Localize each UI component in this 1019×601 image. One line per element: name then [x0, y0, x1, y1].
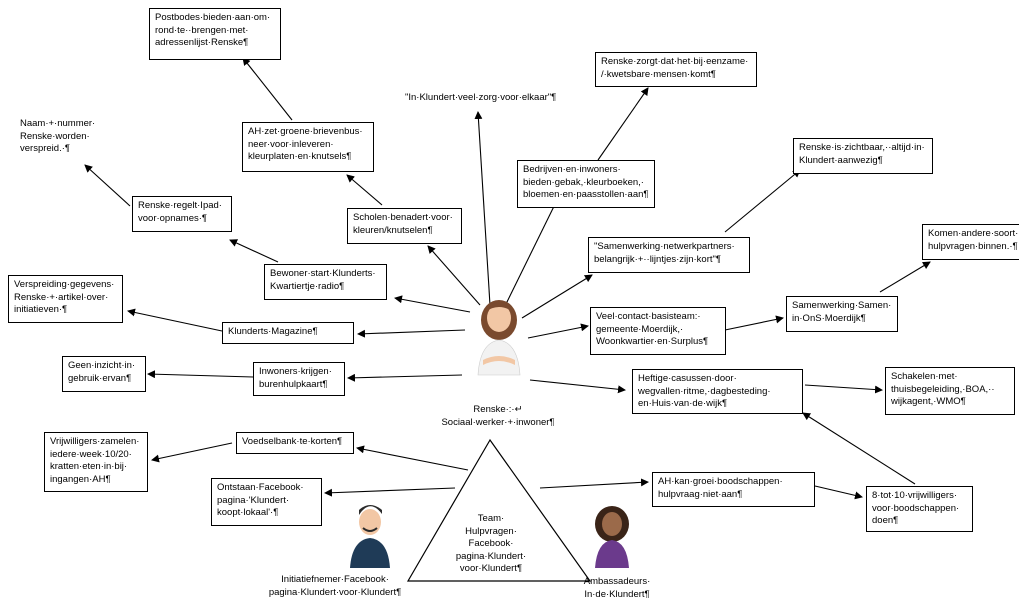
arrow-to-naam — [84, 164, 131, 207]
center-label: Renske·:·↵ Sociaal·werker·+·inwoner¶ — [441, 404, 555, 428]
arrow-to-samenwerking-netwerk — [521, 274, 593, 319]
arrow-to-postbodes — [242, 57, 293, 121]
arrow-to-klundert-zorg — [474, 111, 491, 306]
node-samenwerking-netwerk: "Samenwerking·netwerkpartners· belangrij… — [588, 237, 750, 273]
node-magazine: Klunderts·Magazine¶ — [222, 322, 354, 344]
node-schakelen: Schakelen·met· thuisbegeleiding,·BOA,·· … — [885, 367, 1015, 415]
triangle-label: Team· Hulpvragen· Facebook· pagina·Klund… — [455, 513, 527, 574]
arrow-to-renske-eenzame — [597, 87, 649, 161]
node-facebook-pagina: Ontstaan·Facebook· pagina·'Klundert· koo… — [211, 478, 322, 526]
node-vrijwilligers-zamelen: Vrijwilligers·zamelen· iedere·week·10/20… — [44, 432, 148, 492]
arrow-to-verspreiding — [127, 308, 223, 332]
node-scholen: Scholen·benadert·voor· kleuren/knutselen… — [347, 208, 462, 244]
arrow-to-voedselbank — [356, 445, 469, 471]
node-ah-brievenbus: AH·zet·groene·brievenbus· neer·voor·inle… — [242, 122, 374, 172]
node-bedrijven: Bedrijven·en·inwoners· bieden·gebak,·kle… — [517, 160, 655, 208]
node-naam: Naam·+·nummer· Renske·worden· verspreid.… — [14, 114, 106, 162]
initiatiefnemer-label: Initiatiefnemer·Facebook· pagina·Klunder… — [268, 574, 402, 598]
node-samenwerking-samen: Samenwerking·Samen· in·OnS·Moerdijk¶ — [786, 296, 898, 332]
node-renske-zichtbaar: Renske·is·zichtbaar,··altijd·in· Klunder… — [793, 138, 933, 174]
node-vrijwilligers-boodschappen: 8·tot·10·vrijwilligers· voor·boodschappe… — [866, 486, 973, 532]
node-veel-contact: Veel·contact·basisteam:· gemeente·Moerdi… — [590, 307, 726, 355]
arrow-to-komen-andere — [879, 261, 931, 293]
renske-figure — [477, 300, 521, 376]
node-burenhulpkaart: Inwoners·krijgen· burenhulpkaart¶ — [253, 362, 345, 396]
arrow-to-magazine — [357, 329, 466, 338]
arrow-to-ah-brievenbus — [346, 174, 383, 206]
node-heftige: Heftige·casussen·door· wegvallen·ritme,·… — [632, 369, 803, 414]
node-renske-ipad: Renske·regelt·Ipad· voor·opnames·¶ — [132, 196, 232, 232]
arrow-to-renske-ipad — [229, 239, 279, 263]
node-bewoner-radio: Bewoner·start·Klunderts· Kwartiertje·rad… — [264, 264, 387, 300]
node-verspreiding: Verspreiding·gegevens· Renske·+·artikel·… — [8, 275, 123, 323]
arrow-to-ah-groei — [539, 478, 649, 489]
arrow-to-facebook-pagina — [324, 487, 456, 497]
arrow-to-renske-zichtbaar — [724, 169, 801, 233]
arrow-to-geen-inzicht — [147, 370, 254, 379]
node-ah-groei: AH·kan·groei·boodschappen· hulpvraag·nie… — [652, 472, 815, 507]
ambassadeurs-label: Ambassadeurs· In·de·Klundert¶ — [583, 576, 651, 600]
node-geen-inzicht: Geen·inzicht·in· gebruik·ervan¶ — [62, 356, 146, 392]
ambassadeur-figure — [595, 506, 629, 568]
arrow-to-burenhulpkaart — [347, 373, 463, 382]
arrow-to-samenwerking-samen — [724, 315, 784, 331]
arrow-to-scholen — [427, 245, 481, 306]
arrow-to-heftige — [529, 379, 626, 394]
arrow-to-heftige-from-vrijwilligers — [802, 412, 916, 485]
node-voedselbank: Voedselbank·te·korten¶ — [236, 432, 354, 454]
node-komen-andere: Komen·andere·soort· hulpvragen·binnen.·¶ — [922, 224, 1019, 260]
node-postbodes: Postbodes·bieden·aan·om· rond·te··brenge… — [149, 8, 281, 60]
arrow-to-schakelen — [804, 384, 883, 394]
arrow-to-vrijwilligers-boodschappen — [814, 485, 863, 500]
arrow-to-veel-contact — [527, 323, 589, 339]
initiatiefnemer-figure — [350, 505, 390, 568]
arrow-to-bedrijven — [504, 189, 563, 307]
arrow-to-bewoner-radio — [394, 295, 471, 313]
node-klundert-zorg: "In·Klundert·veel·zorg·voor·elkaar"¶ — [399, 88, 579, 110]
team-triangle — [406, 438, 592, 582]
arrow-voedselbank-to-vrijwilligers — [151, 442, 233, 463]
node-renske-eenzame: Renske·zorgt·dat·het·bij·eenzame· /·kwet… — [595, 52, 757, 87]
